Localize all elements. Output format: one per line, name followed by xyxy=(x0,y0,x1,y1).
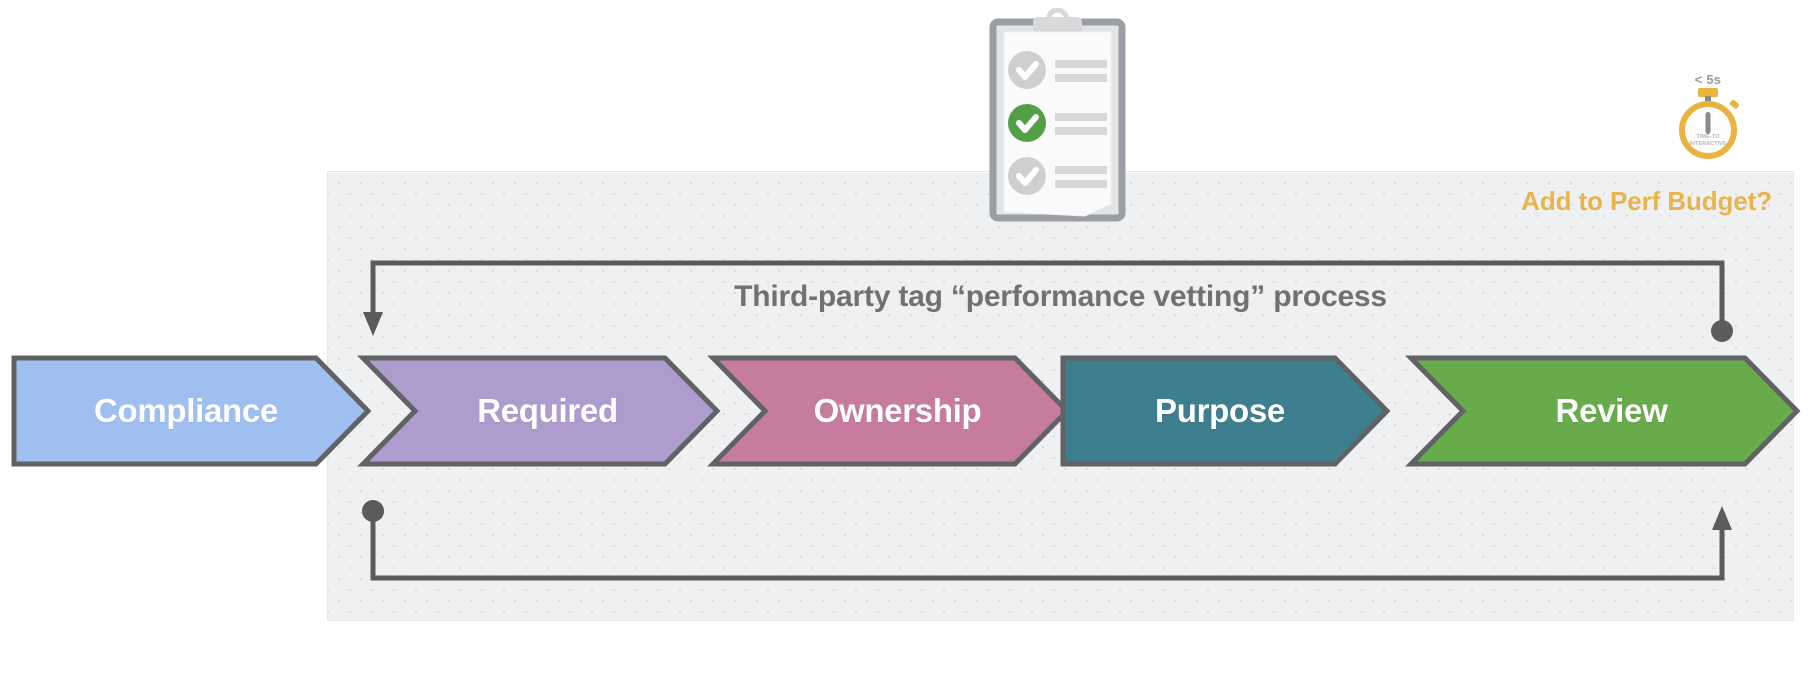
page-title: Third-party tag “performance vetting” pr… xyxy=(734,280,1387,313)
stopwatch-icon: TIME-TO INTERACTIVE · · · xyxy=(1662,68,1754,163)
svg-text:·: · xyxy=(1707,150,1709,156)
stopwatch-caption: < 5s xyxy=(1694,72,1722,87)
svg-text:INTERACTIVE: INTERACTIVE xyxy=(1689,141,1727,147)
perf-budget-label: Add to Perf Budget? xyxy=(1521,186,1772,216)
svg-text:·: · xyxy=(1686,128,1688,134)
clipboard-checklist-icon xyxy=(985,8,1130,226)
stage-chevron-review[interactable] xyxy=(1405,355,1801,467)
stage-chevron-purpose[interactable] xyxy=(1060,355,1391,467)
process-stage-row: Compliance Required Ownership Purpose Re… xyxy=(0,355,1810,480)
svg-text:·: · xyxy=(1728,128,1730,134)
svg-text:TIME-TO: TIME-TO xyxy=(1697,134,1721,140)
stage-chevron-compliance[interactable] xyxy=(11,355,372,467)
stage-chevron-ownership[interactable] xyxy=(707,355,1071,467)
stage-chevron-required[interactable] xyxy=(357,355,721,467)
